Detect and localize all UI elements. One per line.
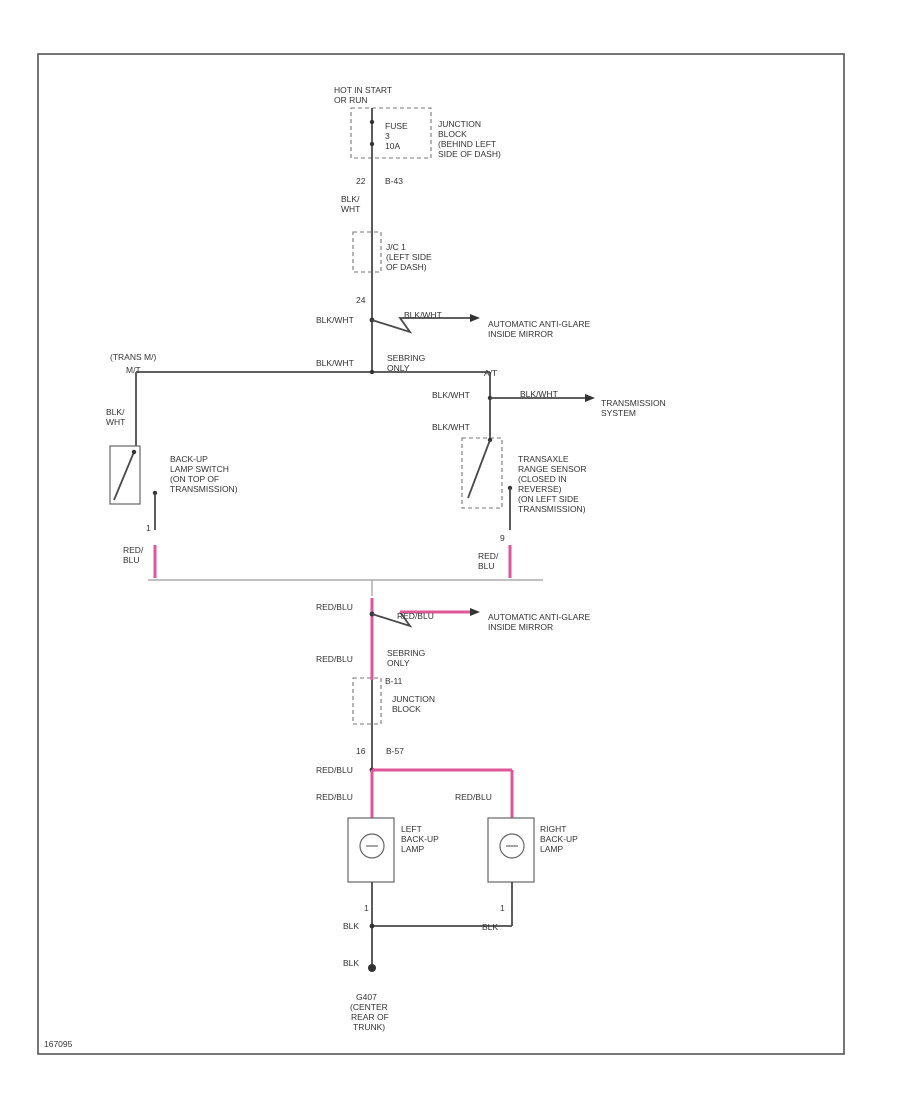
jc1-box	[352, 231, 382, 273]
backup-switch-box	[109, 445, 141, 505]
pin-16: 16	[356, 746, 366, 756]
right-lamp-label: RIGHT BACK-UP LAMP	[540, 824, 580, 854]
mt-label: M/T	[126, 365, 141, 375]
connector-b57: B-57	[386, 746, 404, 756]
wire-label-right-2: BLK/WHT	[432, 422, 470, 432]
left-lamp-label: LEFT BACK-UP LAMP	[401, 824, 441, 854]
connector-b11: B-11	[385, 676, 403, 686]
diagram-border	[37, 53, 845, 1055]
branch-to-mirror-top	[371, 317, 470, 334]
wire-label-left-lamp: RED/BLU	[316, 792, 353, 802]
pin-1-left: 1	[146, 523, 151, 533]
wire-label-left-red-blu: RED/ BLU	[123, 545, 146, 565]
wire-label-blk-2: BLK	[343, 958, 359, 968]
pin-24: 24	[356, 295, 366, 305]
mirror-top-label: AUTOMATIC ANTI-GLARE INSIDE MIRROR	[488, 319, 593, 339]
splice-label-red-blu: RED/BLU	[316, 602, 353, 612]
figure-id: 167095	[44, 1039, 73, 1049]
transmission-system-label: TRANSMISSION SYSTEM	[601, 398, 668, 418]
transaxle-sensor-label: TRANSAXLE RANGE SENSOR (CLOSED IN REVERS…	[518, 454, 589, 514]
wire-label-blk-1: BLK	[343, 921, 359, 931]
pin-1-lamp-right: 1	[500, 903, 505, 913]
bus-label: BLK/WHT	[316, 358, 354, 368]
hot-in-start-label: HOT IN START OR RUN	[334, 85, 394, 105]
mirror-bottom-label: AUTOMATIC ANTI-GLARE INSIDE MIRROR	[488, 612, 593, 632]
trans-type-label: (TRANS M/)	[110, 352, 156, 362]
fuse-label: FUSE 3 10A	[385, 121, 410, 151]
sebring-only-bottom: SEBRING ONLY	[387, 648, 428, 668]
jc1-label: J/C 1 (LEFT SIDE OF DASH)	[386, 242, 434, 272]
pin-1-lamp-left: 1	[364, 903, 369, 913]
arrow-mirror-top	[470, 314, 480, 322]
sebring-only-top: SEBRING ONLY	[387, 353, 428, 373]
connector-b43: B-43	[385, 176, 403, 186]
left-lamp-box	[347, 817, 395, 883]
junction-block-top-label: JUNCTION BLOCK (BEHIND LEFT SIDE OF DASH…	[438, 119, 501, 159]
branch-label-blk-wht: BLK/WHT	[404, 310, 442, 320]
wire-label-red-blu-mid: RED/BLU	[316, 654, 353, 664]
junction-block-top	[350, 107, 432, 159]
wire-label-blk-right: BLK	[482, 922, 498, 932]
branch-label-transmission: BLK/WHT	[520, 389, 558, 399]
junction-block-bottom-label: JUNCTION BLOCK	[392, 694, 437, 714]
junction-block-bottom-box	[352, 677, 382, 725]
arrow-mirror-bottom	[470, 608, 480, 616]
wire-label-left-blk-wht: BLK/ WHT	[106, 407, 127, 427]
transaxle-sensor-box	[461, 437, 503, 509]
wire-label-red-blu-lower: RED/BLU	[316, 765, 353, 775]
ground-label: G407 (CENTER REAR OF TRUNK)	[350, 992, 391, 1032]
wire-label-blk-wht-top: BLK/ WHT	[341, 194, 362, 214]
switch-contact-right	[467, 439, 491, 499]
splice-label-blk-wht: BLK/WHT	[316, 315, 354, 325]
wire-label-right-lamp: RED/BLU	[455, 792, 492, 802]
ground-point	[368, 964, 376, 972]
branch-label-red-blu: RED/BLU	[397, 611, 434, 621]
branch-to-mirror-bottom	[371, 611, 413, 628]
arrow-transmission	[585, 394, 595, 402]
wire-label-right-red-blu: RED/ BLU	[478, 551, 501, 571]
wire-label-right-1: BLK/WHT	[432, 390, 470, 400]
backup-switch-label: BACK-UP LAMP SWITCH (ON TOP OF TRANSMISS…	[170, 454, 238, 494]
pin-9-right: 9	[500, 533, 505, 543]
switch-contact-left	[113, 451, 135, 501]
pin-22: 22	[356, 176, 366, 186]
